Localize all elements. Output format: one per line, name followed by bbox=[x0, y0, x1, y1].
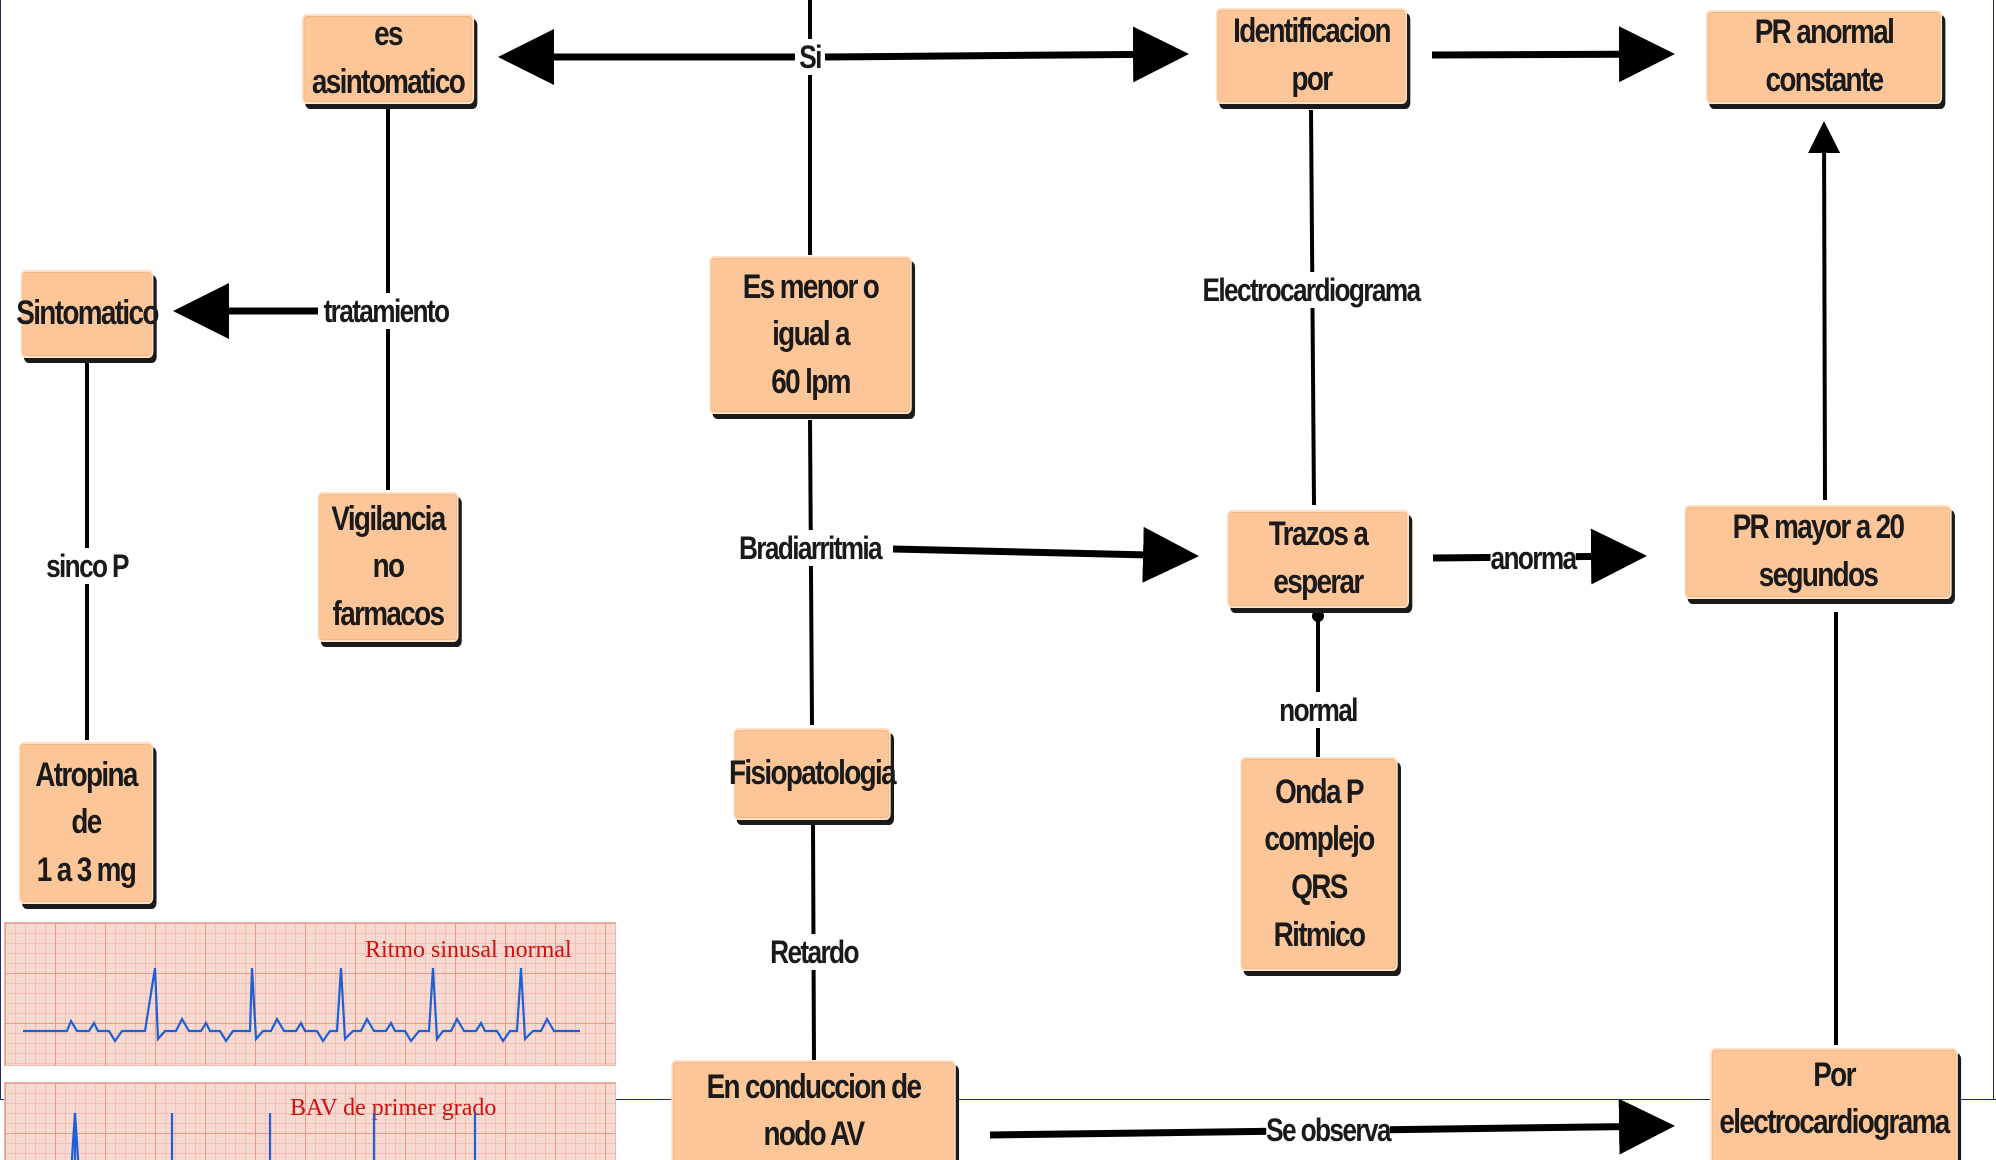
node-fisiopatologia: Fisiopatologia bbox=[729, 728, 897, 820]
node-pr-anormal-constante: PR anormal constante bbox=[1705, 10, 1943, 104]
node-por-electrocardiograma: Por electrocardiograma en bbox=[1710, 1048, 1958, 1160]
label-si: Si bbox=[799, 39, 822, 75]
node-trazos-a-esperar: Trazos a esperar bbox=[1226, 510, 1410, 608]
label-se-observa: Se observa bbox=[1266, 1112, 1391, 1148]
frame-right bbox=[1993, 0, 1994, 1100]
label-normal: normal bbox=[1279, 692, 1358, 728]
label-tratamiento: tratamiento bbox=[323, 293, 450, 329]
arrow-si-identificacion bbox=[824, 26, 1189, 83]
node-es-menor-60-lpm: Es menor o igual a 60 lpm bbox=[709, 256, 912, 414]
label-retardo: Retardo bbox=[770, 934, 859, 970]
arrow-identificacion-pr-anormal bbox=[1431, 26, 1675, 83]
node-onda-p: Onda P complejo QRS Ritmico bbox=[1240, 757, 1398, 971]
ekg-strip-normal: Ritmo sinusal normal bbox=[4, 922, 616, 1066]
ekg-title-bav: BAV de primer grado bbox=[290, 1095, 497, 1121]
label-sinco-p: sinco P bbox=[46, 548, 130, 584]
ekg-trace-bav bbox=[70, 1112, 477, 1160]
node-vigilancia: Vigilancia no farmacos bbox=[317, 492, 459, 642]
ekg-title-normal: Ritmo sinusal normal bbox=[365, 937, 572, 963]
ekg-trace-normal bbox=[23, 967, 580, 1044]
node-atropina: Atropina de 1 a 3 mg bbox=[18, 742, 154, 904]
label-anorma: anorma bbox=[1490, 540, 1577, 576]
node-identificacion-por: Identificacion por bbox=[1215, 8, 1408, 104]
connector-dot bbox=[1312, 610, 1324, 622]
label-bradiarritmia: Bradiarritmia bbox=[738, 530, 883, 566]
frame-left bbox=[0, 0, 1, 1100]
node-pr-mayor-20-segundos: PR mayor a 20 segundos bbox=[1684, 505, 1952, 599]
node-sintomatico: Sintomatico bbox=[16, 270, 159, 358]
arrow-bradiarritmia-trazos bbox=[892, 526, 1199, 583]
connector-menor-fisiopatologia bbox=[808, 419, 814, 726]
node-en-conduccion: En conduccion de nodo AV a Haz de His bbox=[671, 1060, 956, 1160]
frame-bottom bbox=[0, 1099, 1996, 1100]
label-electrocardiograma: Electrocardiograma bbox=[1202, 272, 1421, 308]
ekg-strip-bav: BAV de primer grado bbox=[4, 1082, 616, 1160]
node-es-asintomatico: es asintomatico bbox=[301, 14, 475, 104]
arrow-pr-mayor-pr-anormal bbox=[1808, 121, 1841, 501]
